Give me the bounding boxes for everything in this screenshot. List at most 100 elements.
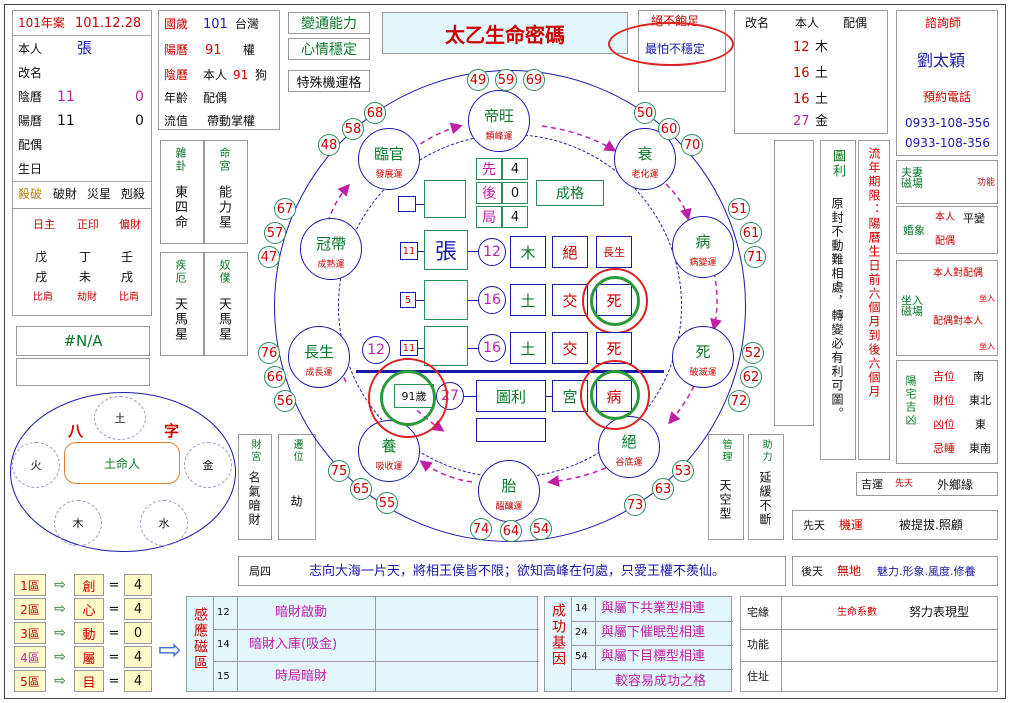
tag-zaixing: 災星 [87, 187, 112, 201]
bagua-title-left: 八 [68, 422, 84, 440]
zhaiyuan-label: 宅緣 [747, 606, 769, 619]
ganying-text-2: 暗財入庫(吸金) [249, 637, 338, 652]
hou-label: 後 [476, 182, 502, 204]
palace-si[interactable]: 死破滅運 [672, 326, 734, 388]
ring-num: 70 [681, 134, 703, 156]
ring-num: 56 [274, 390, 296, 412]
zone-label: 2區 [14, 598, 46, 620]
fuqi-value: 功能 [977, 178, 996, 188]
palace-name: 死 [695, 343, 711, 361]
highlight-circle-green-2 [380, 370, 436, 426]
yangzhai-label: 陽宅吉凶 [904, 375, 917, 427]
palace-sub: 發展運 [375, 170, 403, 180]
ring-num: 66 [264, 366, 286, 388]
zuoru-1: 本人對配偶 [933, 268, 983, 279]
row-yangli: 陽曆 [18, 114, 43, 128]
row3-empty [424, 326, 468, 366]
dir-key-2: 財位 [933, 394, 955, 407]
ring-num: 59 [495, 69, 517, 91]
ju4-text: 志向大海一片天，將相王侯皆不限；欲知高峰在何處，只愛王權不羨仙。 [309, 564, 726, 579]
dir-val-2: 東北 [969, 394, 991, 407]
star-d-label: 奴僕 [218, 259, 231, 285]
ring-num: 60 [658, 118, 680, 140]
caigong-label: 財宮 [249, 439, 260, 463]
caigong-box: 財宮 名氣暗財 [238, 434, 272, 540]
palace-name: 帝旺 [483, 107, 514, 125]
palace-name: 衰 [637, 145, 653, 163]
tag-kesha: 剋殺 [121, 187, 146, 201]
page-frame [4, 4, 1006, 699]
bagua-earth: 土 [94, 396, 146, 440]
houtian-value: 魅力.形象.風度.修養 [877, 565, 976, 578]
qianwei-label: 遷位 [291, 439, 302, 463]
consultant-name: 劉太穎 [917, 51, 966, 70]
star-b: 命宮 能力星 [204, 140, 248, 244]
rt-num-3: 16 [793, 92, 810, 107]
row2-idx: 5 [400, 292, 416, 308]
palace-linguan[interactable]: 臨官發展運 [358, 128, 420, 190]
gongneng-label: 功能 [747, 638, 769, 651]
rt-el-2: 土 [815, 66, 829, 81]
palace-sub: 吸收運 [375, 462, 403, 472]
yinli-label: 陰曆 [164, 68, 189, 82]
pillar-branch-2: 未 [79, 270, 92, 284]
zone-char: 心 [74, 598, 104, 620]
tuli-column: 圖利 原封不動難相處，轉變必有利可圖。 [820, 140, 856, 460]
chenggong-num-1: 14 [575, 603, 588, 614]
phone-1[interactable]: 0933-108-356 [905, 116, 991, 130]
hunyin-spouse: 配偶 [935, 236, 955, 247]
center-small-box [398, 196, 416, 212]
row2-num: 16 [478, 286, 506, 314]
rt-num-4: 27 [793, 114, 810, 129]
center-name: 張 [424, 230, 468, 270]
ring-num: 47 [258, 246, 280, 268]
ganying-num-1: 12 [217, 607, 230, 618]
xishu-value: 努力表現型 [909, 605, 970, 619]
ju-value: 4 [502, 206, 528, 228]
chengge-box: 成格 [536, 180, 604, 206]
zone-char: 創 [74, 574, 104, 596]
ring-num: 52 [742, 342, 764, 364]
hunyin-label: 婚象 [903, 224, 925, 237]
yinli-value: 91 [233, 68, 249, 82]
qianwei-box: 遷位 劫 [278, 434, 316, 540]
palace-tai[interactable]: 胎醞釀運 [478, 460, 540, 522]
palace-diwang[interactable]: 帝旺類峰運 [468, 90, 530, 152]
row3-result: 死 [596, 332, 632, 364]
star-b-value: 能力星 [216, 185, 231, 230]
phone-2[interactable]: 0933-108-356 [905, 136, 991, 150]
palace-guandai[interactable]: 冠帶成熟運 [300, 218, 362, 280]
bagua-title-right: 字 [164, 422, 180, 440]
bagua-ring [10, 392, 236, 552]
palace-bing[interactable]: 病病變運 [672, 216, 734, 278]
star-a-label: 雜卦 [174, 147, 187, 173]
zuoru-1b: 坐入 [979, 294, 995, 303]
booking-label: 預約電話 [923, 90, 972, 104]
chenggong-label: 成功基因 [550, 603, 566, 667]
info-grid: 國歲 101 台灣 陽曆 91 權 陰曆 本人 91 狗 年齡 配偶 流值 帶動… [158, 10, 280, 130]
hunyin-value: 平變 [963, 212, 985, 225]
liunian-column: 流年期限：陽曆生日前六個月到後六個月 [858, 140, 890, 460]
palace-name: 絕 [621, 433, 637, 451]
self-label: 本人 [795, 16, 820, 30]
palace-sub: 老化運 [631, 170, 659, 180]
houtian-panel: 後天 無地 魅力.形象.風度.修養 [792, 556, 998, 586]
zhuli-value: 延緩不斷 [758, 471, 772, 527]
fuqi-panel: 夫妻磁場 功能 [896, 160, 998, 204]
gaiming-label: 改名 [745, 16, 770, 30]
row1-element: 木 [510, 236, 546, 268]
liunian-body: 流年期限：陽曆生日前六個月到後六個月 [867, 147, 881, 399]
row-birthday: 生日 [18, 162, 43, 176]
palace-changsheng[interactable]: 長生成長運 [288, 326, 350, 388]
ring-num: 54 [530, 518, 552, 540]
ring-num: 53 [672, 460, 694, 482]
arrow-right-icon: ⇨ [54, 625, 66, 641]
tuli-col-body: 原封不動難相處，轉變必有利可圖。 [830, 197, 844, 421]
empty-under-tuli [476, 418, 546, 442]
ring-num: 57 [264, 222, 286, 244]
zone-value: 0 [124, 622, 152, 644]
guanli-value: 天空型 [718, 479, 732, 521]
ring-num: 50 [634, 102, 656, 124]
xian-value: 4 [502, 158, 528, 180]
center-empty-1 [424, 180, 466, 218]
